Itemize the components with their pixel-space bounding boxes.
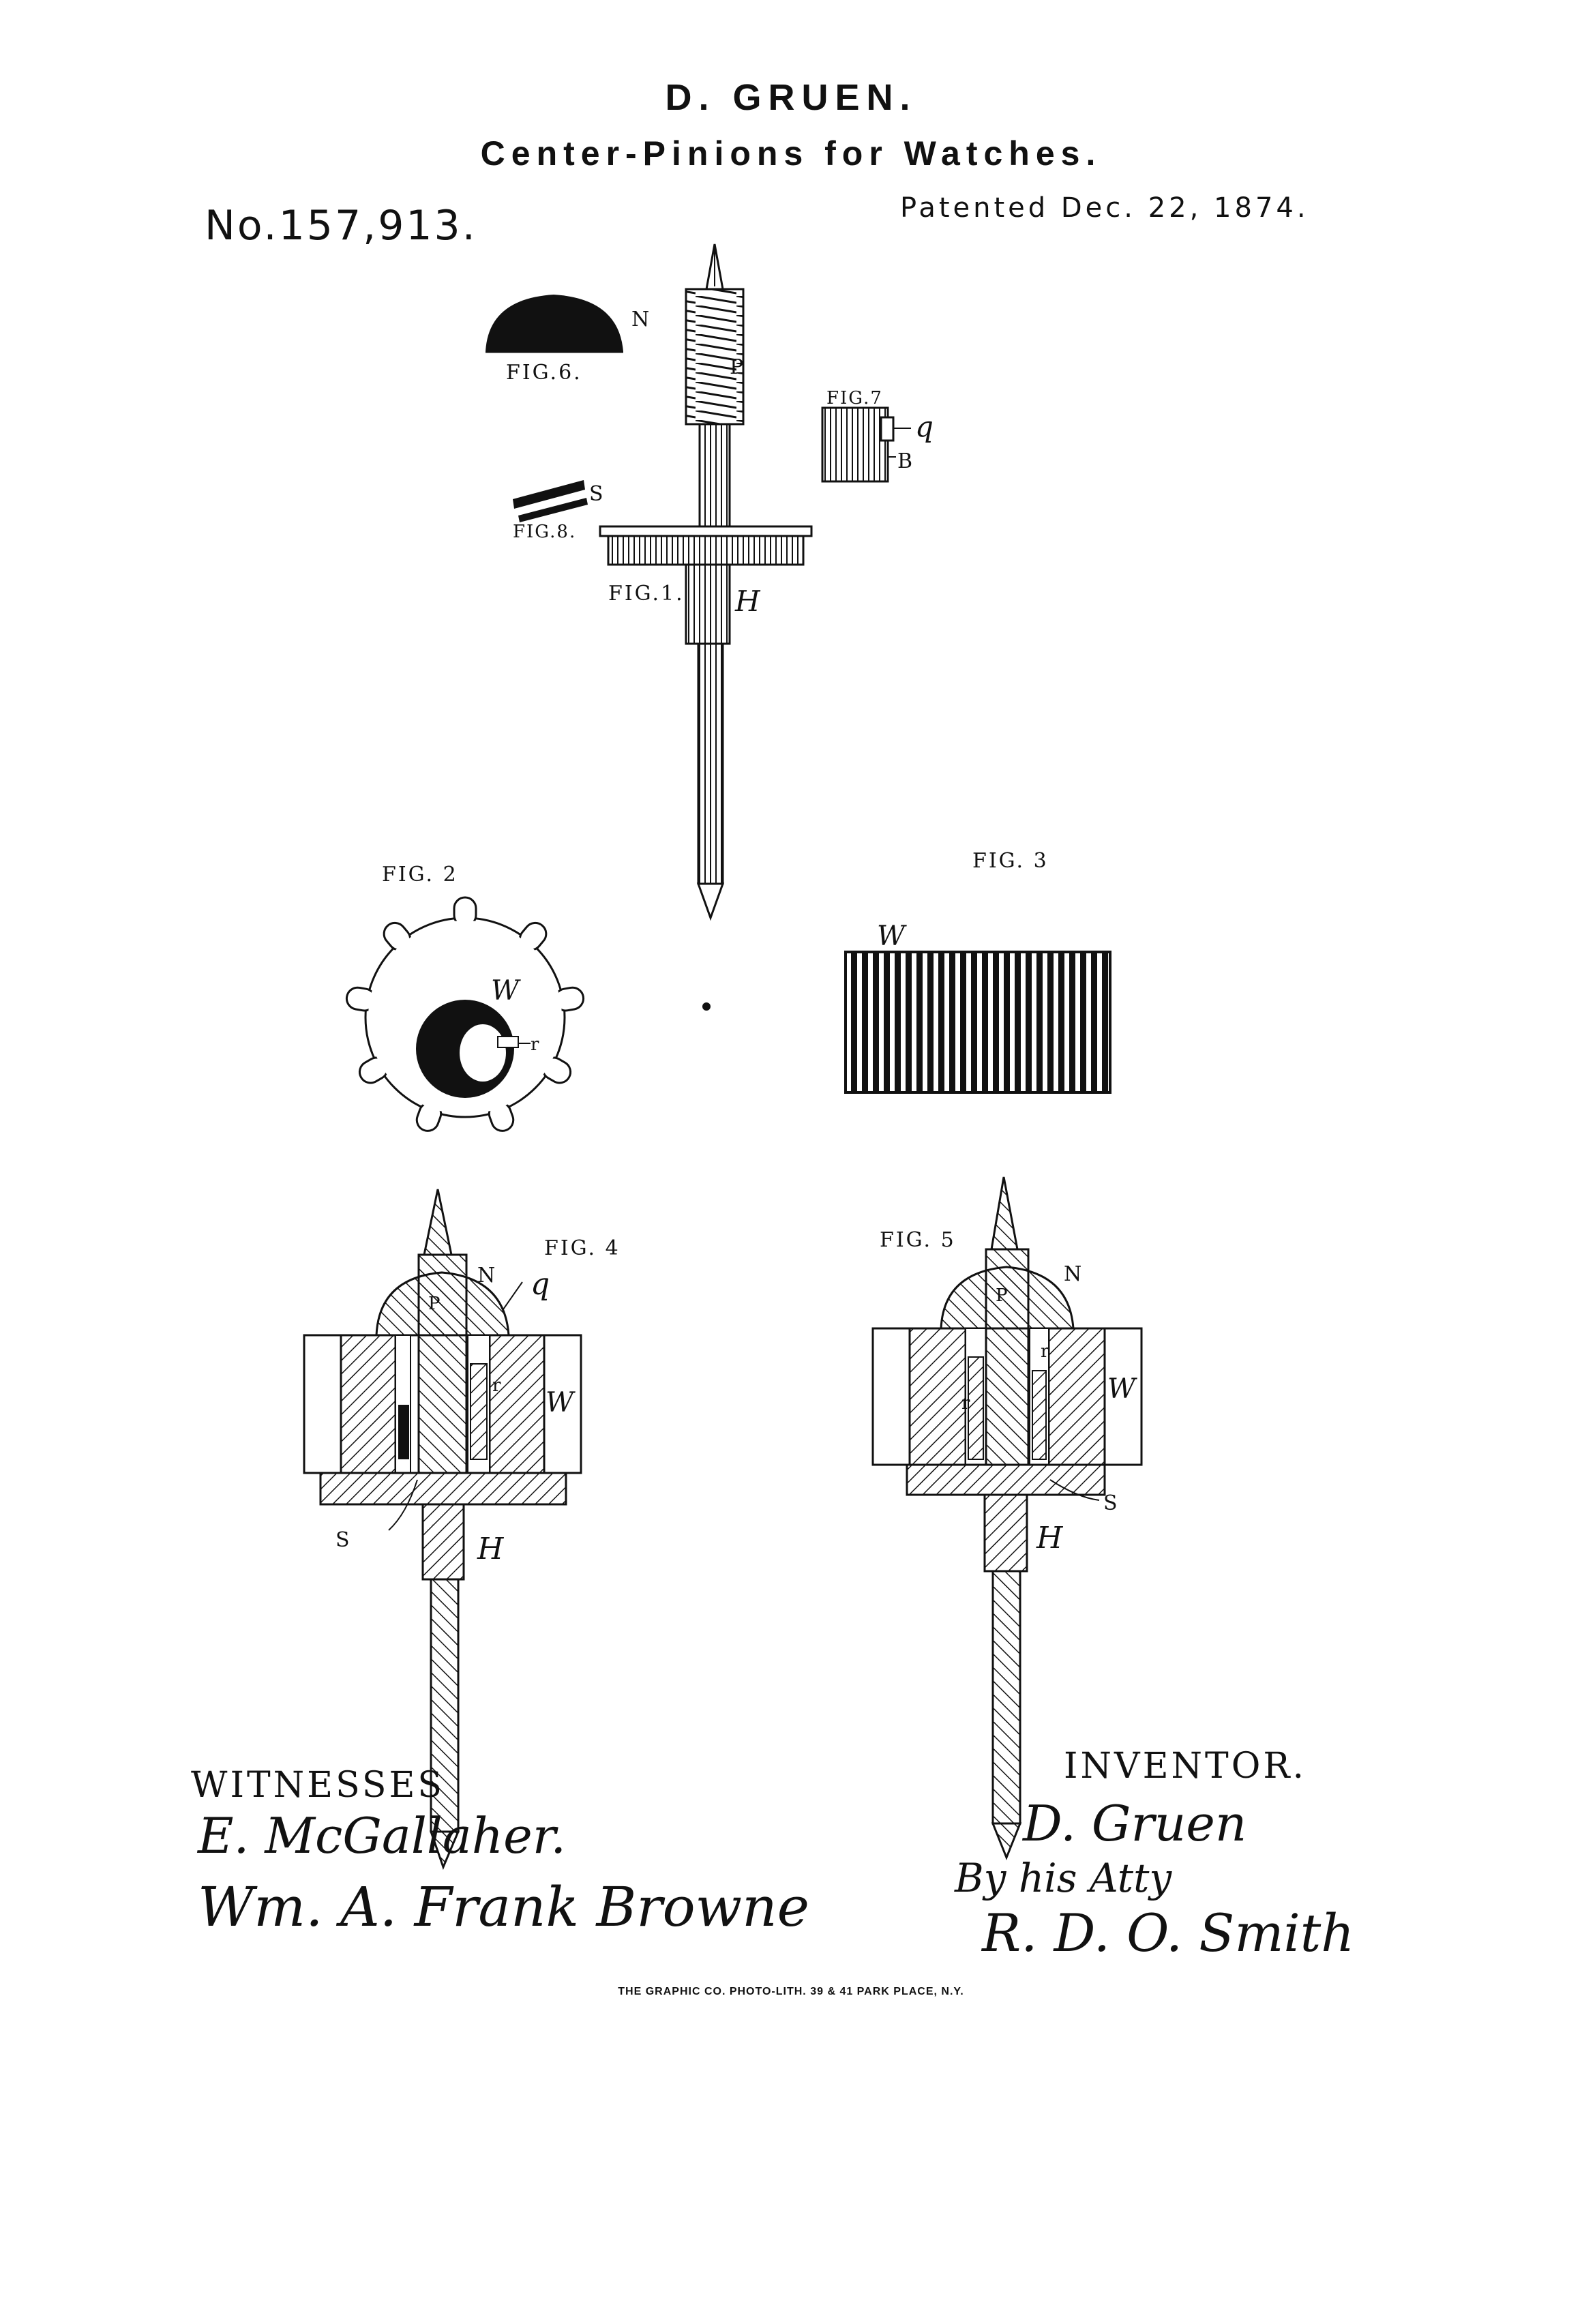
fig5-part-n-label: N	[1064, 1262, 1084, 1286]
fig4-section-drawing	[303, 1189, 582, 1871]
attorney-signature: R. D. O. Smith	[982, 1903, 1355, 1963]
patent-subtitle: Center-Pinions for Watches.	[480, 134, 1102, 173]
fig5-section-drawing	[871, 1176, 1143, 1861]
patent-number: No.157,913.	[205, 202, 477, 250]
fig7-part-q-label: q	[915, 410, 934, 443]
fig1-part-p-label: P	[730, 355, 745, 379]
fig5-part-h-label: H	[1036, 1521, 1064, 1555]
fig5-part-w-label: W	[1107, 1373, 1137, 1405]
fig4-part-w-label: W	[546, 1387, 576, 1418]
lithographer-imprint: THE GRAPHIC CO. PHOTO-LITH. 39 & 41 PARK…	[618, 1986, 964, 1997]
fig3-part-w-label: W	[877, 921, 907, 952]
witness-signature-2: Wm. A. Frank Browne	[198, 1875, 809, 1939]
fig1-pinion-drawing	[599, 243, 813, 921]
fig4-part-q-label: q	[531, 1267, 550, 1302]
fig8-spring-drawing	[513, 480, 588, 522]
fig2-part-w-label: W	[491, 975, 521, 1007]
fig5-part-r-label: r	[1041, 1341, 1050, 1362]
fig8-label: FIG.8.	[513, 522, 576, 542]
fig7-part-b-label: B	[897, 449, 914, 473]
inventor-by-line: By his Atty	[955, 1855, 1172, 1901]
fig4-part-n-label: N	[477, 1264, 497, 1287]
fig4-part-s-label: S	[335, 1528, 352, 1552]
fig7-label: FIG.7	[826, 388, 883, 408]
fig6-label: FIG.6.	[506, 361, 582, 385]
fig2-label: FIG. 2	[382, 863, 458, 887]
fig3-label: FIG. 3	[972, 849, 1049, 873]
fig5-label: FIG. 5	[880, 1228, 956, 1252]
fig2-part-r-label: r	[531, 1034, 540, 1055]
inventor-heading: INVENTOR.	[1064, 1746, 1307, 1787]
witness-signature-1: E. McGallaher.	[198, 1807, 567, 1864]
fig4-label: FIG. 4	[544, 1236, 621, 1260]
inventor-signature: D. Gruen	[1023, 1795, 1247, 1852]
witnesses-heading: WITNESSES	[191, 1765, 445, 1806]
fig5-part-s-label: S	[1103, 1491, 1120, 1515]
fig6-part-n-label: N	[631, 308, 651, 331]
fig6-cap-drawing	[486, 295, 623, 353]
fig4-part-h-label: H	[477, 1532, 505, 1566]
fig5-part-r2-label: r	[961, 1393, 971, 1414]
fig1-label: FIG.1.	[608, 582, 685, 606]
fig8-part-s-label: S	[589, 482, 606, 506]
fig5-part-p-label: P	[996, 1285, 1009, 1306]
fig1-part-h-label: H	[734, 584, 761, 618]
speck-mark	[702, 1002, 711, 1011]
fig4-part-p-label: P	[428, 1294, 442, 1314]
patent-title: D. GRUEN.	[665, 77, 917, 118]
fig3-cylinder-drawing	[844, 951, 1111, 1094]
fig7-sleeve-drawing	[821, 406, 911, 483]
patent-date: Patented Dec. 22, 1874.	[900, 192, 1309, 224]
fig4-part-r-label: r	[492, 1375, 502, 1396]
fig2-star-wheel-drawing	[345, 896, 585, 1132]
